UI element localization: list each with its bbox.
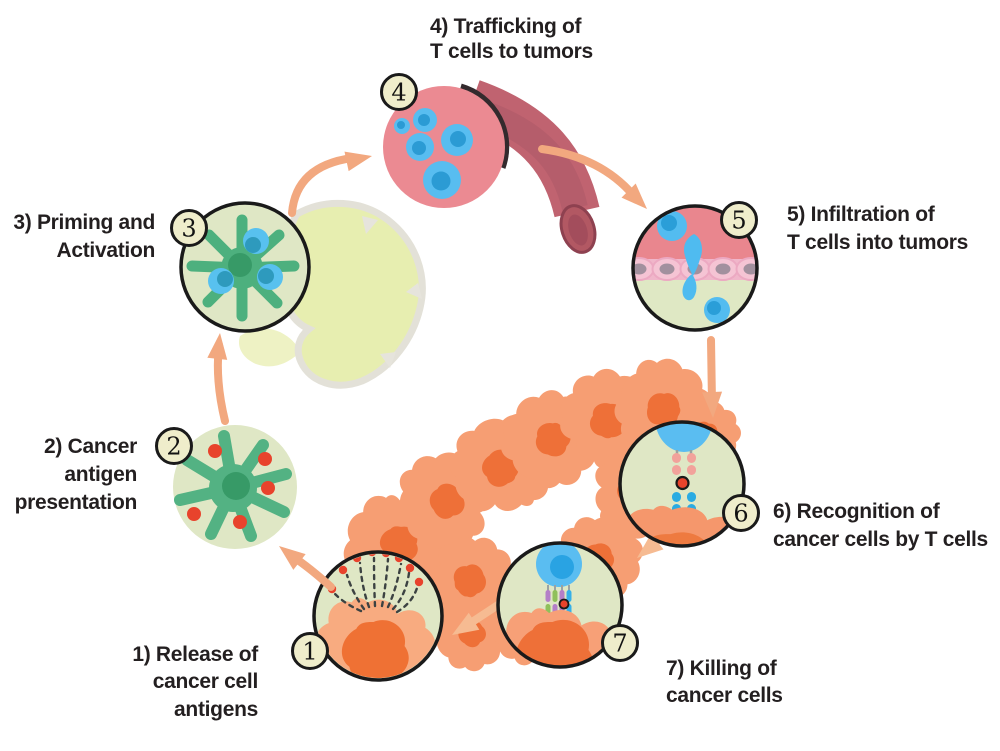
step-7-label-line-1: 7) Killing of bbox=[666, 657, 778, 680]
badge-6-number: 6 bbox=[733, 500, 748, 528]
antigen-dot bbox=[558, 598, 570, 610]
step-2-label: 2) Cancer antigen presentation bbox=[15, 435, 138, 514]
step-6-label-line-2: cancer cells by T cells bbox=[773, 528, 988, 551]
badge-4: 4 bbox=[380, 73, 418, 111]
dendritic-cell-nucleus bbox=[228, 253, 252, 277]
step-1-label-line-1: 1) Release of bbox=[132, 643, 259, 666]
circulating-t-cells bbox=[394, 108, 473, 199]
step-labels: 1) Release of cancer cell antigens 2) Ca… bbox=[13, 15, 988, 721]
lymph-node-notch bbox=[362, 216, 378, 234]
antigen-dot bbox=[675, 475, 690, 491]
badge-5: 5 bbox=[720, 201, 758, 239]
lymph-node bbox=[238, 199, 426, 389]
t-cell-nucleus bbox=[550, 555, 574, 579]
step-2-label-line-3: presentation bbox=[15, 491, 137, 514]
step-4-label-line-2: T cells to tumors bbox=[430, 40, 593, 63]
t-cell bbox=[655, 423, 713, 452]
step-3-label-line-2: Activation bbox=[56, 239, 155, 262]
step-7-label: 7) Killing of cancer cells bbox=[666, 657, 783, 707]
step-2-circle bbox=[173, 425, 297, 549]
step-5-label: 5) Infiltration of T cells into tumors bbox=[787, 203, 968, 254]
badge-1: 1 bbox=[291, 632, 329, 670]
step-2-label-line-2: antigen bbox=[64, 463, 137, 486]
arrow-5-to-6 bbox=[702, 336, 723, 419]
step-7-label-line-2: cancer cells bbox=[666, 684, 783, 707]
badge-3-number: 3 bbox=[181, 215, 196, 243]
badge-1-number: 1 bbox=[302, 638, 317, 666]
lymph-node-efferent-vessel bbox=[238, 328, 300, 367]
step-3-circle bbox=[179, 201, 311, 333]
cycle-arrows bbox=[207, 145, 723, 591]
vessel-dark-edge bbox=[460, 83, 510, 169]
step-badges: 1 2 3 4 5 6 7 bbox=[155, 73, 760, 670]
infiltrating-t-cells bbox=[657, 211, 730, 323]
step-5-circle bbox=[631, 204, 759, 332]
arrow-4-to-5 bbox=[538, 145, 655, 217]
vessel-lumen bbox=[568, 214, 588, 246]
step-1-label-line-2: cancer cell bbox=[153, 670, 258, 693]
badge-5-number: 5 bbox=[731, 207, 746, 235]
badge-4-number: 4 bbox=[391, 79, 406, 107]
step-6-label: 6) Recognition of cancer cells by T cell… bbox=[773, 500, 988, 551]
step-1-circle bbox=[312, 550, 444, 682]
lymph-node-notch bbox=[406, 283, 422, 299]
step-1-label: 1) Release of cancer cell antigens bbox=[132, 643, 259, 721]
tcr-receptor bbox=[672, 453, 696, 475]
arrow-1-to-2 bbox=[272, 538, 335, 591]
presented-antigens bbox=[187, 444, 275, 529]
arrow-2-to-3 bbox=[207, 331, 230, 425]
step-2-label-line-1: 2) Cancer bbox=[44, 435, 137, 458]
badge-3: 3 bbox=[170, 209, 208, 247]
step-6-label-line-1: 6) Recognition of bbox=[773, 500, 941, 523]
step-5-label-line-1: 5) Infiltration of bbox=[787, 203, 936, 226]
arrow-3-to-4 bbox=[288, 146, 375, 217]
badge-7: 7 bbox=[601, 624, 639, 662]
endothelial-cells bbox=[634, 257, 756, 281]
badge-7-number: 7 bbox=[612, 630, 627, 658]
step-4-circle bbox=[383, 86, 505, 208]
step-4-label: 4) Trafficking of T cells to tumors bbox=[430, 15, 593, 63]
antigen-release-rays bbox=[333, 556, 419, 614]
step-3-label: 3) Priming and Activation bbox=[13, 211, 155, 262]
lymph-node-notch bbox=[380, 352, 396, 368]
priming-t-cells bbox=[208, 228, 283, 294]
step-7-circle bbox=[496, 541, 624, 669]
step-5-label-line-2: T cells into tumors bbox=[787, 231, 968, 254]
step-3-label-line-1: 3) Priming and bbox=[13, 211, 155, 234]
step-4-label-line-1: 4) Trafficking of bbox=[430, 15, 583, 38]
badge-2-number: 2 bbox=[166, 433, 181, 461]
badge-6: 6 bbox=[722, 494, 760, 532]
step-6-circle bbox=[618, 420, 746, 548]
step-1-label-line-3: antigens bbox=[174, 698, 258, 721]
badge-2: 2 bbox=[155, 427, 193, 465]
dendritic-cell-nucleus bbox=[222, 472, 250, 500]
